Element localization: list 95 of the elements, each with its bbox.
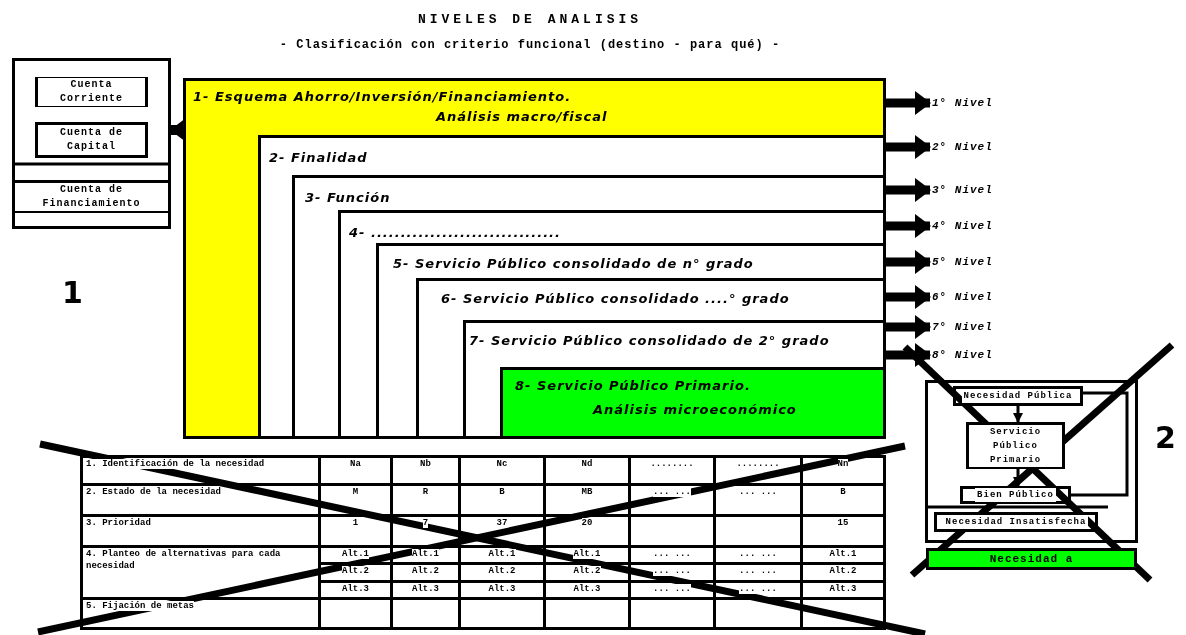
arrow bbox=[886, 91, 931, 115]
arrow bbox=[1013, 406, 1023, 423]
table-value: B bbox=[459, 484, 545, 516]
level-heading: 6- Servicio Público consolidado ....° grado bbox=[441, 291, 790, 306]
arrow bbox=[886, 315, 931, 339]
text-box: Servicio Público Primario bbox=[966, 422, 1065, 469]
table-value: Nd bbox=[544, 456, 630, 485]
level-box bbox=[416, 278, 883, 436]
row-label: 2. Estado de la necesidad bbox=[81, 484, 320, 516]
level-label: 4° Nivel bbox=[932, 217, 1014, 235]
text-box: Bien Público bbox=[960, 486, 1071, 504]
text-box: Necesidad a bbox=[926, 548, 1137, 570]
table-value: M bbox=[319, 484, 392, 516]
level-label: 6° Nivel bbox=[932, 288, 1014, 306]
table-value: ... ... bbox=[629, 546, 715, 564]
arrow bbox=[886, 214, 931, 238]
table-value: Na bbox=[319, 456, 392, 485]
table-value: ... ... bbox=[714, 484, 802, 516]
row-label: 4. Planteo de alternativas para cada necesidad bbox=[81, 546, 320, 599]
table-value: MB bbox=[544, 484, 630, 516]
table-value: Alt.2 bbox=[801, 563, 885, 582]
table-value: Alt.1 bbox=[801, 546, 885, 564]
table-value: ... ... bbox=[714, 563, 802, 582]
text-box: Cuenta de Financiamiento bbox=[12, 180, 171, 213]
level-heading: 8- Servicio Público Primario. bbox=[515, 378, 751, 393]
table-value: 7 bbox=[391, 515, 460, 547]
table-value: Alt.3 bbox=[459, 581, 545, 599]
arrow bbox=[886, 285, 931, 309]
table-value: Alt.3 bbox=[391, 581, 460, 599]
table-value: 20 bbox=[544, 515, 630, 547]
row-label: 3. Prioridad bbox=[81, 515, 320, 547]
level-box bbox=[292, 175, 883, 436]
level-label: 3° Nivel bbox=[932, 181, 1014, 199]
table-value: Nb bbox=[391, 456, 460, 485]
table-value: 37 bbox=[459, 515, 545, 547]
table-value: Alt.2 bbox=[459, 563, 545, 582]
level-subheading: Análisis macro/fiscal bbox=[436, 109, 608, 124]
table-value: Alt.1 bbox=[391, 546, 460, 564]
table-value: Alt.3 bbox=[319, 581, 392, 599]
box-frame bbox=[12, 58, 171, 229]
table-value: Alt.2 bbox=[319, 563, 392, 582]
table-value: ........ bbox=[714, 456, 802, 485]
arrow bbox=[886, 178, 931, 202]
level-label: 2° Nivel bbox=[932, 138, 1014, 156]
level-label: 7° Nivel bbox=[932, 318, 1014, 336]
box-frame bbox=[925, 380, 1138, 543]
table-value: 1 bbox=[319, 515, 392, 547]
level-box bbox=[183, 78, 886, 439]
level-label: 8° Nivel bbox=[932, 346, 1014, 364]
level-heading: 4- ................................ bbox=[349, 225, 561, 240]
level-box bbox=[376, 243, 883, 436]
level-box bbox=[338, 210, 883, 436]
table-value: Alt.2 bbox=[391, 563, 460, 582]
row-label: 1. Identificación de la necesidad bbox=[81, 456, 320, 485]
table-value: Alt.1 bbox=[459, 546, 545, 564]
level-box bbox=[463, 320, 883, 436]
table-value: ... ... bbox=[629, 484, 715, 516]
table-value: Nc bbox=[459, 456, 545, 485]
level-label: 1° Nivel bbox=[932, 94, 1014, 112]
table-value: B bbox=[801, 484, 885, 516]
level-heading: 7- Servicio Público consolidado de 2° grado bbox=[469, 333, 830, 348]
connector-line bbox=[1071, 391, 1129, 497]
subtitle: - Clasificación con criterio funcional (destino - para qué) - bbox=[278, 38, 782, 52]
table-value: Alt.3 bbox=[801, 581, 885, 599]
level-heading: 1- Esquema Ahorro/Inversión/Financiamiento. bbox=[193, 89, 572, 104]
table-value: Alt.1 bbox=[319, 546, 392, 564]
text-box: Necesidad Insatisfecha bbox=[934, 512, 1098, 532]
level-subheading: Análisis microeconómico bbox=[593, 402, 797, 417]
arrow bbox=[886, 343, 931, 367]
level-box bbox=[500, 367, 883, 436]
row-label: 5. Fijación de metas bbox=[81, 598, 320, 629]
arrow bbox=[886, 250, 931, 274]
table-value: R bbox=[391, 484, 460, 516]
text-box: Necesidad Pública bbox=[953, 386, 1083, 406]
table-value: Alt.3 bbox=[544, 581, 630, 599]
level-heading: 3- Función bbox=[305, 190, 391, 205]
panel-number: 2 bbox=[1155, 420, 1176, 455]
level-heading: 2- Finalidad bbox=[269, 150, 368, 165]
table-value: ... ... bbox=[629, 581, 715, 599]
arrow bbox=[886, 135, 931, 159]
table-value: ... ... bbox=[714, 546, 802, 564]
table-value: Alt.1 bbox=[544, 546, 630, 564]
level-heading: 5- Servicio Público consolidado de n° grado bbox=[393, 256, 754, 271]
text-box: Cuenta Corriente bbox=[35, 77, 148, 107]
diagram-title: NIVELES DE ANALISIS bbox=[416, 12, 644, 27]
table-value: ... ... bbox=[629, 563, 715, 582]
table-value: 15 bbox=[801, 515, 885, 547]
table-value: Nn bbox=[801, 456, 885, 485]
table-value: ... ... bbox=[714, 581, 802, 599]
table-value: Alt.2 bbox=[544, 563, 630, 582]
level-label: 5° Nivel bbox=[932, 253, 1014, 271]
level-box bbox=[258, 135, 883, 436]
table-value: ........ bbox=[629, 456, 715, 485]
text-box: Cuenta de Capital bbox=[35, 122, 148, 158]
panel-number: 1 bbox=[62, 275, 83, 310]
